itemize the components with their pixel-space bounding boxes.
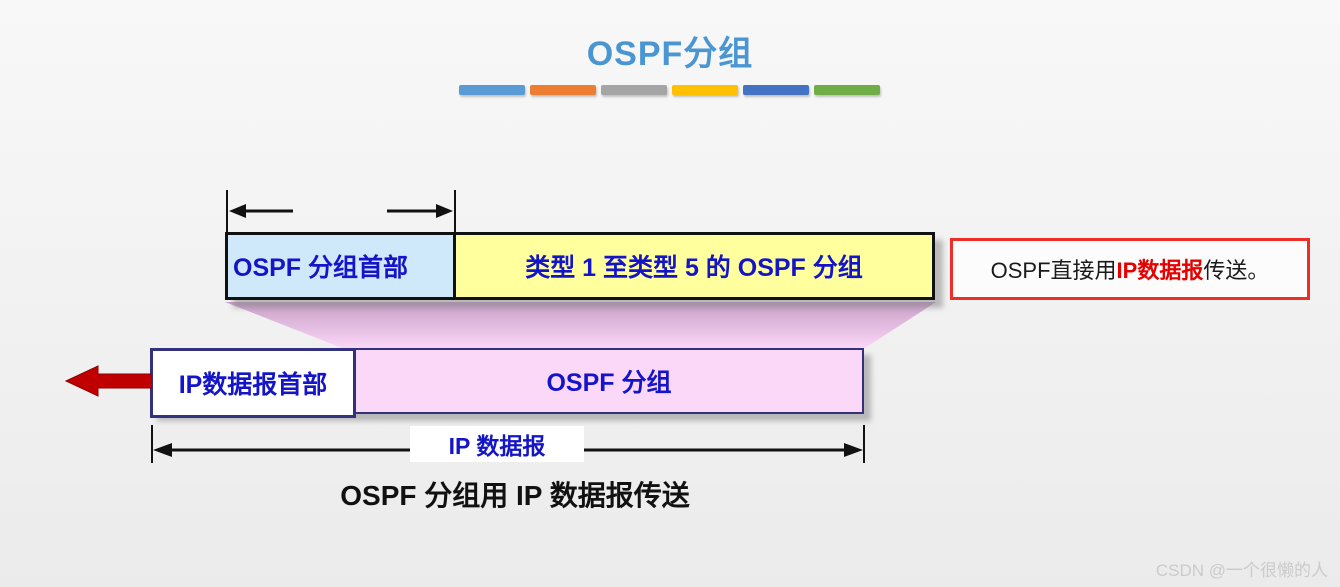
title-divider: [459, 85, 880, 95]
ip-header-label: IP数据报首部: [178, 371, 328, 399]
divider-dash-icon: [814, 85, 880, 95]
divider-dash-icon: [459, 85, 525, 95]
ip-body-label: OSPF 分组: [546, 369, 672, 397]
red-left-arrow-icon: [64, 365, 152, 397]
ospf-header-label: OSPF 分组首部: [233, 254, 409, 282]
ospf-header-cell: OSPF 分组首部: [228, 235, 456, 297]
divider-dash-icon: [601, 85, 667, 95]
watermark: CSDN @一个很懒的人: [1155, 561, 1328, 580]
divider-dash-icon: [530, 85, 596, 95]
header-extent-arrows-icon: [226, 190, 456, 232]
note-suffix: 传送。: [1203, 258, 1270, 283]
page-title: OSPF分组: [586, 35, 754, 73]
divider-dash-icon: [672, 85, 738, 95]
ip-header-cell: IP数据报首部: [150, 348, 356, 418]
divider-dash-icon: [743, 85, 809, 95]
ospf-packet-bar: OSPF 分组首部 类型 1 至类型 5 的 OSPF 分组: [225, 232, 935, 300]
ospf-body-label: 类型 1 至类型 5 的 OSPF 分组: [525, 254, 863, 282]
diagram-caption: OSPF 分组用 IP 数据报传送: [340, 480, 690, 511]
ip-datagram-span-label: IP 数据报: [410, 426, 584, 462]
note-prefix: OSPF直接用: [990, 258, 1117, 283]
funnel-shape-icon: [225, 302, 936, 348]
ospf-body-cell: 类型 1 至类型 5 的 OSPF 分组: [456, 235, 932, 297]
ip-datagram-bar: OSPF 分组 IP数据报首部: [150, 348, 864, 418]
note-highlight: IP数据报: [1116, 258, 1204, 283]
